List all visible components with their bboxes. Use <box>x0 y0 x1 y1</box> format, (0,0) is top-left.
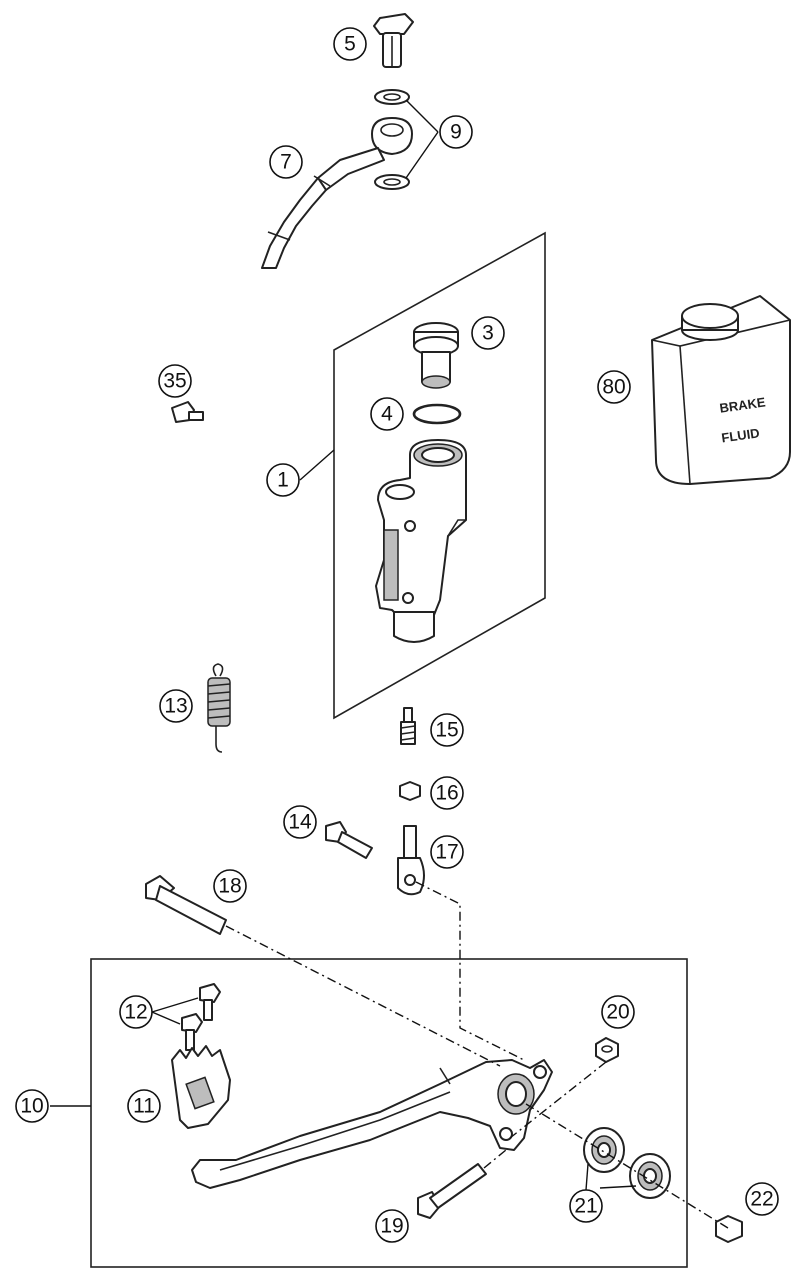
hex-nut-part <box>399 781 421 801</box>
callout-5: 5 <box>333 27 367 61</box>
flange-nut-part <box>715 1215 743 1243</box>
svg-text:5: 5 <box>344 33 356 56</box>
svg-text:21: 21 <box>574 1195 597 1218</box>
callout-1: 1 <box>266 463 300 497</box>
callout-35: 35 <box>158 364 192 398</box>
svg-text:20: 20 <box>606 1001 629 1024</box>
svg-text:13: 13 <box>164 695 187 718</box>
svg-text:1: 1 <box>277 469 289 492</box>
svg-text:80: 80 <box>602 376 625 399</box>
callout-17: 17 <box>430 835 464 869</box>
callout-18: 18 <box>213 869 247 903</box>
callout-11: 11 <box>127 1089 161 1123</box>
svg-text:7: 7 <box>280 151 292 174</box>
callout-15: 15 <box>430 713 464 747</box>
master-cylinder-group-frame <box>333 231 546 720</box>
svg-text:10: 10 <box>20 1095 43 1118</box>
callout-19: 19 <box>375 1209 409 1243</box>
callout-7: 7 <box>269 145 303 179</box>
o-ring-part <box>412 403 462 425</box>
banjo-bolt-part <box>373 13 414 68</box>
pivot-bolt-part <box>145 875 227 935</box>
brake-line-part <box>261 117 413 269</box>
callout-22: 22 <box>745 1182 779 1216</box>
svg-text:4: 4 <box>381 403 393 426</box>
push-rod-part <box>400 707 416 745</box>
pin-bolt-part <box>325 821 373 859</box>
screw-parts <box>181 983 221 1051</box>
brake-fluid-can-part: BRAKE FLUID <box>651 295 791 485</box>
reservoir-cap-part <box>413 322 459 389</box>
svg-text:11: 11 <box>133 1095 155 1118</box>
svg-text:3: 3 <box>482 322 494 345</box>
return-spring-part <box>207 663 231 753</box>
callout-12: 12 <box>119 995 153 1029</box>
callout-14: 14 <box>283 805 317 839</box>
svg-text:14: 14 <box>288 811 312 834</box>
callout-80: 80 <box>597 370 631 404</box>
can-label-line2: FLUID <box>721 425 761 445</box>
shoulder-bolt-part <box>417 1163 487 1219</box>
svg-text:12: 12 <box>124 1001 147 1024</box>
callout-20: 20 <box>601 995 635 1029</box>
bearing-parts <box>583 1127 671 1199</box>
callout-4: 4 <box>370 397 404 431</box>
small-bolt-part <box>171 401 204 423</box>
sealing-ring-parts <box>374 89 410 190</box>
callout-13: 13 <box>159 689 193 723</box>
callout-16: 16 <box>430 776 464 810</box>
svg-text:19: 19 <box>380 1215 403 1238</box>
svg-text:35: 35 <box>163 370 186 393</box>
brake-pedal-part <box>191 1059 553 1189</box>
callout-10: 10 <box>15 1089 49 1123</box>
svg-text:9: 9 <box>450 121 462 144</box>
svg-text:18: 18 <box>218 875 241 898</box>
callout-3: 3 <box>471 316 505 350</box>
brake-pedal-group-frame <box>90 958 688 1268</box>
can-label-line1: BRAKE <box>719 394 767 415</box>
assembly-lines <box>225 881 729 1229</box>
clevis-part <box>397 825 425 896</box>
callout-9: 9 <box>439 115 473 149</box>
svg-text:17: 17 <box>435 841 458 864</box>
leader-lines <box>50 99 637 1191</box>
svg-text:15: 15 <box>435 719 458 742</box>
footrest-step-part <box>171 1045 231 1129</box>
svg-text:22: 22 <box>750 1188 773 1211</box>
svg-text:16: 16 <box>435 782 458 805</box>
callout-21: 21 <box>569 1189 603 1223</box>
master-cylinder-part <box>375 439 467 643</box>
small-nut-part <box>595 1037 619 1063</box>
